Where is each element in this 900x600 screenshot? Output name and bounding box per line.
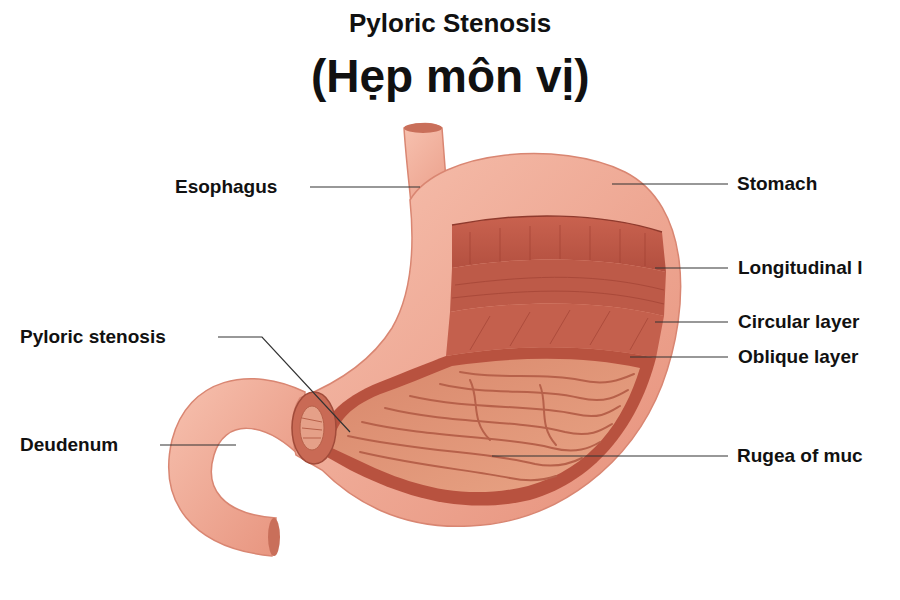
part-label: Stomach xyxy=(737,173,817,195)
part-label: Deudenum xyxy=(20,434,118,456)
part-label: Rugea of muc xyxy=(737,445,863,467)
part-label: Circular layer xyxy=(738,311,859,333)
title: Pyloric Stenosis xyxy=(349,8,551,38)
part-label: Pyloric stenosis xyxy=(20,326,166,348)
part-label: Longitudinal l xyxy=(738,257,863,279)
subtitle: (Hẹp môn vị) xyxy=(311,50,590,102)
part-label: Esophagus xyxy=(175,176,277,198)
part-label: Oblique layer xyxy=(738,346,858,368)
